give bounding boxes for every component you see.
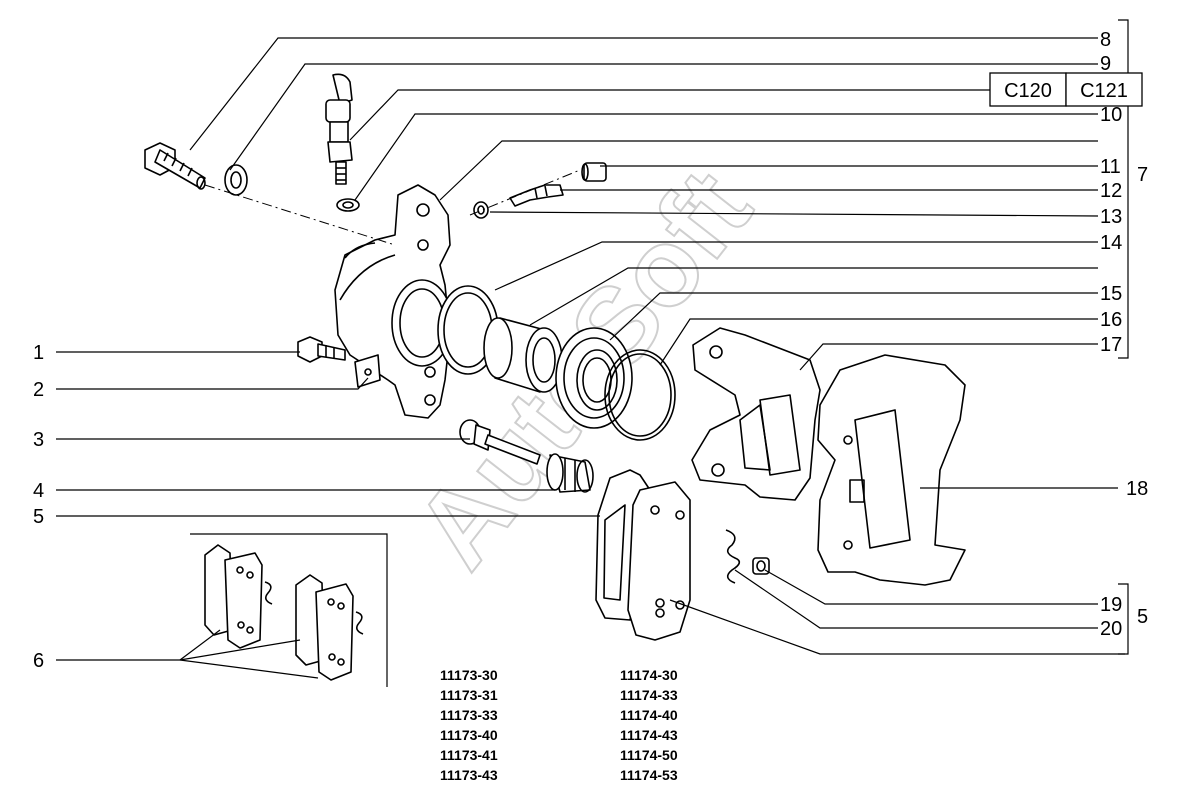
callout-19: 19 [1100,594,1122,616]
caliper-frame-part-18 [817,354,966,586]
model-code: 11174-53 [620,767,678,783]
bolt-part-8 [144,142,206,190]
washer-part-9 [224,164,248,196]
callout-5: 5 [33,506,44,528]
model-code: 11174-50 [620,747,678,763]
svg-text:C121: C121 [1080,80,1128,102]
callout-6: 6 [33,650,44,672]
callout-numbers-left: 1 2 3 4 5 6 [33,342,44,672]
callout-12: 12 [1100,180,1122,202]
model-code: 11173-30 [440,667,498,683]
callout-11: 11 [1100,156,1121,178]
group-label-7: 7 [1137,164,1148,186]
leader-lines [56,19,1129,687]
piston-part-15 [483,317,563,393]
model-code: 11174-40 [620,707,678,723]
callout-2: 2 [33,379,44,401]
spring-clip-part-20 [725,529,741,584]
callout-17: 17 [1100,334,1122,356]
bleeder-valve-part-12 [509,184,564,207]
callout-14: 14 [1100,232,1122,254]
model-code: 11173-40 [440,727,498,743]
callout-13: 13 [1100,206,1122,228]
assembly-axis-line [204,169,581,246]
callout-10: 10 [1100,104,1122,126]
guide-pin-part-3 [459,419,541,465]
model-code: 11174-30 [620,667,678,683]
callout-16: 16 [1100,309,1122,331]
pad-pin-part-19 [752,557,770,575]
dust-boot-part-16 [555,327,633,429]
model-code: 11173-31 [440,687,498,703]
callout-numbers-right: 8 9 10 11 12 13 14 15 16 17 18 19 20 7 5 [1100,29,1148,640]
inset-pad-set-2 [295,574,364,681]
callout-18: 18 [1126,478,1148,500]
brake-pad-outer [627,481,691,641]
model-code: 11173-41 [440,747,498,763]
retaining-ring-part-17 [604,349,676,441]
model-code: 11173-43 [440,767,498,783]
group-label-5: 5 [1137,606,1148,628]
model-code: 11174-43 [620,727,678,743]
model-code: 11174-33 [620,687,678,703]
bolt-part-1 [297,336,346,363]
guide-boot-part-4 [546,453,594,493]
bleeder-washer-part-13 [473,201,489,219]
callout-15: 15 [1100,283,1122,305]
brake-hose-fitting-part-10 [325,73,360,212]
callout-20: 20 [1100,618,1122,640]
bleeder-cap-part-11 [581,162,607,182]
callout-3: 3 [33,429,44,451]
label-box-c120: C120 [989,72,1067,107]
label-box-c121: C121 [1065,72,1143,107]
model-codes-column-2: 11174-30 11174-33 11174-40 11174-43 1117… [620,667,678,783]
model-code: 11173-33 [440,707,498,723]
model-codes-column-1: 11173-30 11173-31 11173-33 11173-40 1117… [440,667,498,783]
caliper-body [334,184,453,419]
callout-9: 9 [1100,53,1111,75]
inset-pad-set-1 [204,544,273,649]
callout-8: 8 [1100,29,1111,51]
callout-4: 4 [33,480,44,502]
lock-plate-part-2 [354,354,381,388]
caliper-bracket-part-17 [691,327,821,501]
svg-text:C120: C120 [1004,80,1052,102]
callout-1: 1 [33,342,44,364]
